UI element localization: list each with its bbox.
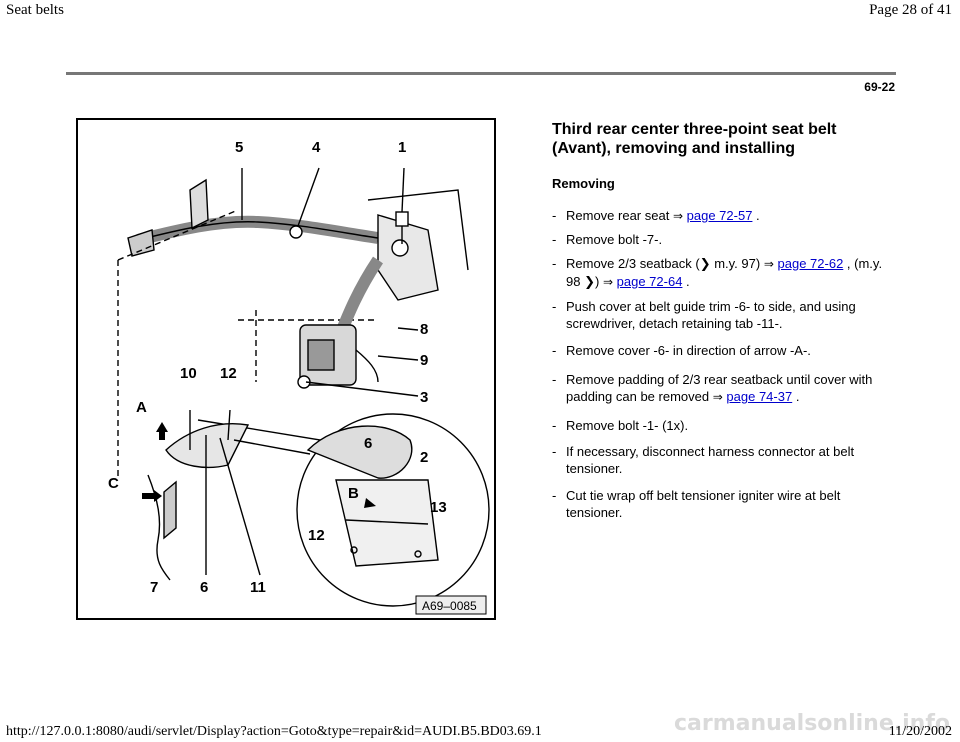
step-text: Remove bolt -7-. — [566, 232, 663, 247]
page-link[interactable]: page 72-62 — [777, 256, 844, 271]
step-text: Cut tie wrap off belt tensioner igniter … — [566, 488, 841, 520]
bullet-dash: - — [552, 418, 557, 433]
figure-code: A69–0085 — [422, 599, 477, 613]
page-counter: Page 28 of 41 — [869, 2, 952, 18]
callout-B: B — [348, 485, 359, 502]
step-9: - Cut tie wrap off belt tensioner ignite… — [552, 487, 892, 521]
header-title: Seat belts — [6, 2, 64, 18]
bullet-dash: - — [552, 208, 557, 223]
callout-3: 3 — [420, 389, 428, 406]
step-text: Remove 2/3 seatback ( — [566, 256, 700, 271]
callout-8: 8 — [420, 321, 428, 338]
step-3: - Remove 2/3 seatback (❯ m.y. 97) ⇒ page… — [552, 255, 892, 291]
header-rule — [66, 72, 896, 75]
step-text: Remove cover -6- in direction of arrow -… — [566, 343, 811, 358]
footer-url[interactable]: http://127.0.0.1:8080/audi/servlet/Displ… — [6, 724, 542, 739]
callout-5: 5 — [235, 139, 243, 156]
section-subheading: Removing — [552, 176, 615, 191]
step-2: - Remove bolt -7-. — [552, 231, 892, 248]
page-number: 69-22 — [864, 80, 895, 94]
step-text: If necessary, disconnect harness connect… — [566, 444, 855, 476]
chevron-right-icon: ❯ — [584, 275, 595, 290]
callout-7: 7 — [150, 579, 158, 596]
bullet-dash: - — [552, 488, 557, 503]
step-text: Remove bolt -1- (1x). — [566, 418, 689, 433]
step-text: , (m.y. 98 — [566, 256, 883, 289]
callout-6-inset: 6 — [364, 435, 372, 452]
step-suffix: . — [752, 208, 760, 223]
callout-11: 11 — [250, 579, 266, 596]
seat-belt-diagram: 5 4 1 8 9 3 2 10 12 A C 6 B 13 12 7 6 11… — [76, 118, 496, 620]
bullet-dash: - — [552, 343, 557, 358]
step-6: - Remove padding of 2/3 rear seatback un… — [552, 371, 892, 406]
step-5: - Remove cover -6- in direction of arrow… — [552, 342, 892, 359]
bullet-dash: - — [552, 299, 557, 314]
callout-10: 10 — [180, 365, 197, 382]
step-7: - Remove bolt -1- (1x). — [552, 417, 892, 434]
callout-C: C — [108, 475, 119, 492]
step-text: Push cover at belt guide trim -6- to sid… — [566, 299, 856, 331]
step-4: - Push cover at belt guide trim -6- to s… — [552, 298, 892, 332]
step-text: Remove rear seat — [566, 208, 670, 223]
step-suffix: . — [792, 389, 800, 404]
footer-date: 11/20/2002 — [888, 724, 952, 739]
callout-4: 4 — [312, 139, 321, 156]
section-title: Third rear center three-point seat belt … — [552, 121, 837, 157]
chevron-right-icon: ❯ — [699, 257, 711, 272]
step-text: m.y. 97) — [710, 256, 761, 271]
bullet-dash: - — [552, 232, 557, 247]
arrow-icon: ⇒ — [602, 275, 614, 289]
callout-6: 6 — [200, 579, 208, 596]
callout-2: 2 — [420, 449, 428, 466]
watermark: carmanualsonline.info — [674, 711, 950, 736]
bullet-dash: - — [552, 444, 557, 459]
callout-1: 1 — [398, 139, 406, 156]
page-link[interactable]: page 72-57 — [686, 208, 753, 223]
page-link[interactable]: page 72-64 — [616, 274, 683, 289]
callout-13: 13 — [430, 499, 447, 516]
page-link[interactable]: page 74-37 — [726, 389, 793, 404]
bullet-dash: - — [552, 372, 557, 387]
arrow-icon: ⇒ — [712, 390, 723, 404]
step-8: - If necessary, disconnect harness conne… — [552, 443, 892, 477]
callout-12-inset: 12 — [308, 527, 325, 544]
step-text: Remove padding of 2/3 rear seatback unti… — [566, 372, 873, 404]
callout-A: A — [136, 399, 147, 416]
step-text: ) — [594, 274, 600, 289]
arrow-icon: ⇒ — [763, 257, 774, 271]
step-suffix: . — [682, 274, 690, 289]
callout-12-top: 12 — [220, 365, 237, 382]
step-1: - Remove rear seat ⇒ page 72-57 . — [552, 207, 892, 225]
arrow-icon: ⇒ — [672, 209, 684, 223]
callout-9: 9 — [420, 352, 428, 369]
bullet-dash: - — [552, 256, 557, 271]
